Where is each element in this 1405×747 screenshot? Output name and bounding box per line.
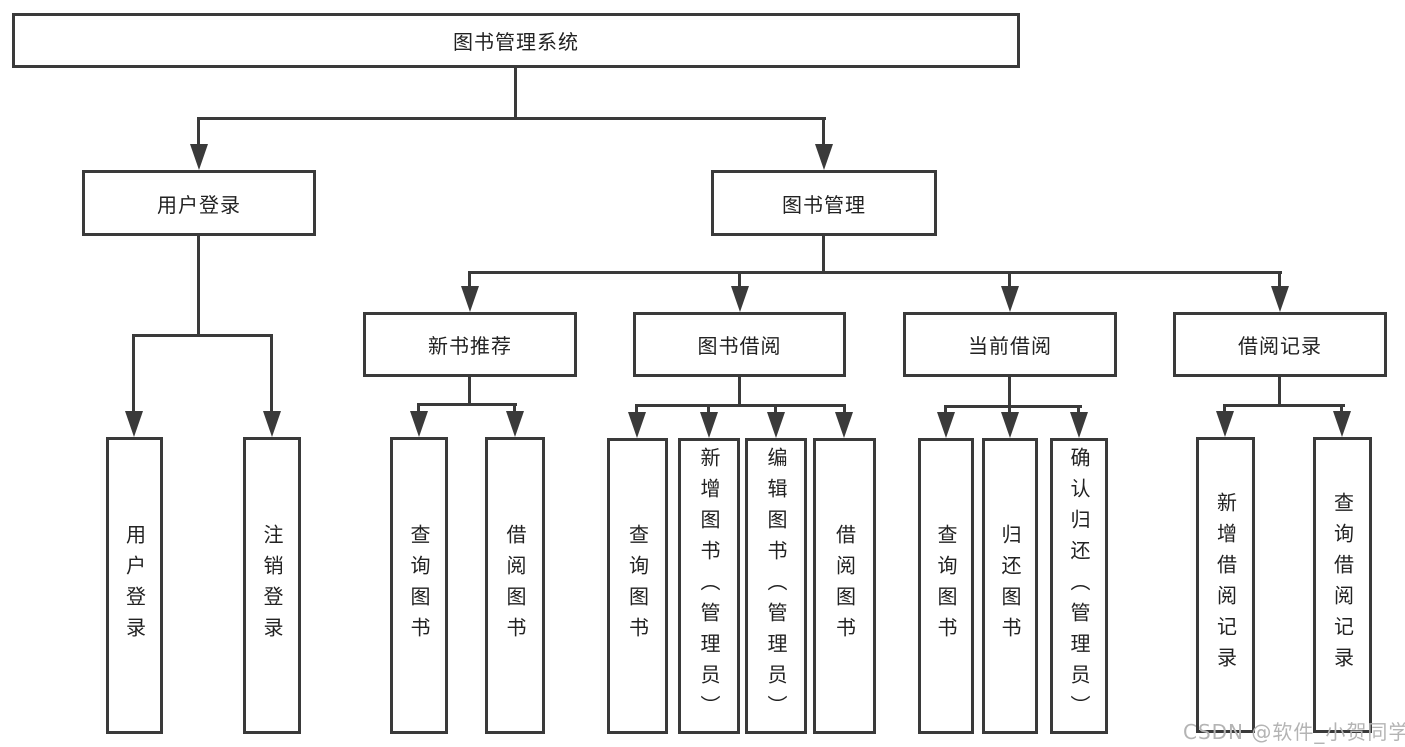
arrowhead-down-icon	[1216, 411, 1234, 437]
connector-line	[738, 271, 741, 290]
node-user-login-group: 用户登录	[82, 170, 316, 236]
node-recommend-query-books: 查询图书	[390, 437, 448, 734]
connector-line	[1223, 404, 1226, 414]
node-label: 注销登录	[260, 523, 284, 648]
node-label: 用户登录	[157, 192, 241, 217]
node-label: 查询图书	[407, 523, 431, 648]
connector-line	[1008, 405, 1011, 415]
connector-line	[468, 377, 471, 406]
arrowhead-down-icon	[700, 412, 718, 438]
connector-line	[514, 68, 517, 119]
connector-line	[1008, 271, 1011, 290]
node-borrow-query-books: 查询图书	[607, 438, 668, 734]
connector-line	[707, 404, 710, 415]
csdn-watermark: CSDN @软件_小贺同学	[1183, 720, 1405, 744]
arrowhead-down-icon	[506, 411, 524, 437]
arrowhead-down-icon	[1271, 286, 1289, 312]
connector-line	[132, 334, 135, 414]
arrowhead-down-icon	[125, 411, 143, 437]
arrowhead-down-icon	[410, 411, 428, 437]
connector-line	[1223, 404, 1345, 407]
connector-line	[774, 404, 777, 415]
node-label: 图书借阅	[697, 334, 782, 358]
connector-line	[635, 404, 638, 415]
node-add-books-admin: 新增图书（管理员）	[678, 438, 740, 734]
arrowhead-down-icon	[1001, 412, 1019, 438]
connector-line	[132, 334, 273, 337]
connector-line	[1008, 377, 1011, 408]
connector-line	[513, 403, 516, 414]
node-label: 确认归还（管理员）	[1067, 446, 1091, 726]
connector-line	[843, 404, 846, 415]
arrowhead-down-icon	[263, 411, 281, 437]
node-book-management: 图书管理	[711, 170, 937, 236]
node-add-borrow-record: 新增借阅记录	[1196, 437, 1255, 733]
node-current-query-books: 查询图书	[918, 438, 974, 734]
connector-line	[197, 117, 200, 150]
node-label: 图书管理	[782, 192, 866, 217]
arrowhead-down-icon	[937, 412, 955, 438]
arrowhead-down-icon	[731, 286, 749, 312]
arrowhead-down-icon	[1001, 286, 1019, 312]
node-logout: 注销登录	[243, 437, 301, 734]
node-label: 当前借阅	[968, 334, 1052, 358]
arrowhead-down-icon	[628, 412, 646, 438]
node-root-label: 图书管理系统	[453, 30, 579, 54]
node-label: 归还图书	[998, 524, 1022, 648]
node-root: 图书管理系统	[12, 13, 1020, 68]
connector-line	[738, 377, 741, 407]
arrowhead-down-icon	[461, 286, 479, 312]
node-label: 新书推荐	[428, 334, 512, 358]
node-label: 新增图书（管理员）	[697, 446, 721, 726]
node-new-book-recommend: 新书推荐	[363, 312, 577, 377]
node-label: 查询图书	[625, 524, 650, 648]
arrowhead-down-icon	[767, 412, 785, 438]
node-label: 借阅图书	[503, 523, 527, 648]
connector-line	[270, 334, 273, 414]
arrowhead-down-icon	[815, 144, 833, 170]
connector-line	[417, 403, 420, 414]
connector-line	[197, 236, 200, 335]
connector-line	[944, 405, 947, 415]
connector-line	[944, 405, 1082, 408]
arrowhead-down-icon	[1333, 411, 1351, 437]
connector-line	[1278, 377, 1281, 407]
connector-line	[468, 271, 471, 290]
node-confirm-return-admin: 确认归还（管理员）	[1050, 438, 1108, 734]
node-label: 用户登录	[122, 523, 147, 648]
connector-line	[822, 236, 825, 274]
connector-line	[468, 271, 1282, 274]
node-borrow-books: 借阅图书	[813, 438, 876, 734]
connector-line	[1340, 404, 1343, 414]
node-label: 查询图书	[934, 524, 958, 648]
node-label: 编辑图书（管理员）	[764, 446, 788, 726]
node-user-login: 用户登录	[106, 437, 163, 734]
connector-line	[1278, 271, 1281, 290]
arrowhead-down-icon	[835, 412, 853, 438]
node-label: 新增借阅记录	[1213, 492, 1238, 678]
node-label: 查询借阅记录	[1330, 492, 1355, 678]
node-book-borrow: 图书借阅	[633, 312, 846, 377]
connector-line	[635, 404, 846, 407]
node-label: 借阅图书	[832, 524, 857, 648]
node-edit-books-admin: 编辑图书（管理员）	[745, 438, 807, 734]
node-return-books: 归还图书	[982, 438, 1038, 734]
connector-line	[1077, 405, 1080, 415]
node-current-borrow: 当前借阅	[903, 312, 1117, 377]
arrowhead-down-icon	[190, 144, 208, 170]
connector-line	[417, 403, 517, 406]
node-query-borrow-record: 查询借阅记录	[1313, 437, 1372, 733]
arrowhead-down-icon	[1070, 412, 1088, 438]
node-borrow-records: 借阅记录	[1173, 312, 1387, 377]
node-label: 借阅记录	[1238, 334, 1322, 358]
node-recommend-borrow-books: 借阅图书	[485, 437, 545, 734]
connector-line	[822, 117, 825, 150]
connector-line	[197, 117, 826, 120]
